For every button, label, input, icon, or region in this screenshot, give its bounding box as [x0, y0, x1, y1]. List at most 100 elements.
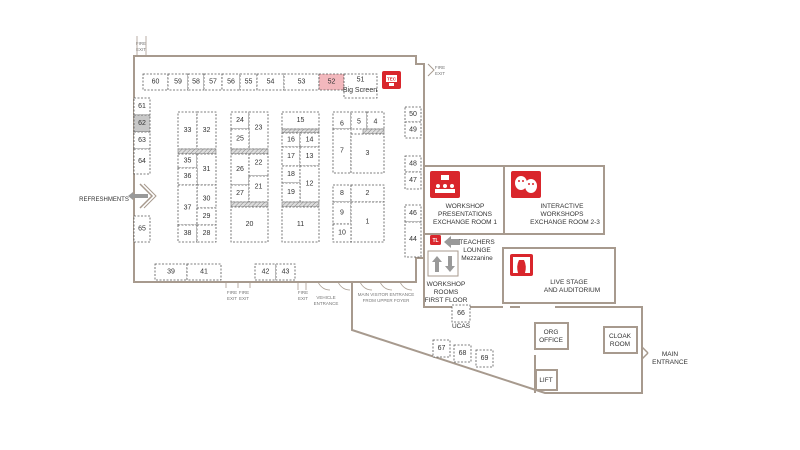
svg-text:25: 25	[236, 136, 244, 143]
booth[interactable]: 28	[196, 224, 217, 243]
booth[interactable]: 29	[196, 207, 217, 226]
booth[interactable]: 1	[350, 201, 385, 243]
booth[interactable]: 36	[177, 167, 198, 186]
booth[interactable]: 66	[451, 304, 471, 323]
booth[interactable]: 5	[350, 111, 368, 130]
booth[interactable]: 22	[248, 153, 269, 177]
svg-text:59: 59	[174, 79, 182, 86]
booth[interactable]: 16	[281, 132, 301, 148]
booth[interactable]: 3	[350, 133, 385, 174]
booth[interactable]: 12	[299, 165, 320, 203]
booth[interactable]: 50	[404, 106, 422, 123]
booth[interactable]: 31	[196, 153, 217, 186]
tec-screen-icon: TEC	[382, 71, 401, 89]
svg-text:EXIT: EXIT	[239, 296, 249, 301]
booth[interactable]: 33	[177, 111, 198, 150]
svg-text:27: 27	[236, 190, 244, 197]
teachers-lounge-icon: TL	[430, 235, 441, 245]
svg-text:FIRST FLOOR: FIRST FLOOR	[425, 297, 468, 304]
booth[interactable]: 13	[299, 146, 320, 167]
booth[interactable]: 69	[475, 349, 494, 368]
booth[interactable]: 55	[239, 73, 258, 91]
booth[interactable]: 4	[366, 111, 385, 130]
svg-text:15: 15	[297, 117, 305, 124]
booth[interactable]: 61	[133, 97, 151, 116]
booth[interactable]: 62	[133, 114, 151, 133]
svg-text:ROOMS: ROOMS	[434, 289, 459, 296]
booth[interactable]: 38	[177, 224, 198, 243]
booth[interactable]: 43	[275, 263, 296, 281]
booth[interactable]: 2	[350, 184, 385, 203]
svg-text:EXIT: EXIT	[435, 71, 445, 76]
svg-text:AND AUDITORIUM: AND AUDITORIUM	[544, 287, 600, 294]
booth[interactable]: 68	[453, 344, 472, 363]
svg-text:14: 14	[306, 137, 314, 144]
booth[interactable]: 57	[203, 73, 223, 91]
booth[interactable]: 51	[343, 73, 378, 99]
booth[interactable]: 26	[230, 153, 250, 186]
booth[interactable]: 10	[332, 223, 352, 243]
svg-text:52: 52	[328, 79, 336, 86]
booth[interactable]: 63	[133, 131, 151, 150]
svg-text:37: 37	[184, 205, 192, 212]
svg-text:32: 32	[203, 127, 211, 134]
svg-text:EXIT: EXIT	[227, 296, 237, 301]
booth[interactable]: 21	[248, 175, 269, 203]
svg-text:63: 63	[138, 137, 146, 144]
svg-text:26: 26	[236, 166, 244, 173]
booth[interactable]: 11	[281, 206, 320, 243]
svg-text:ENTRANCE: ENTRANCE	[652, 359, 688, 366]
svg-text:29: 29	[203, 213, 211, 220]
booth[interactable]: 47	[404, 171, 422, 190]
booth[interactable]: 24	[230, 111, 250, 130]
booth[interactable]: 14	[299, 132, 320, 148]
fire-exit-label: FIRE	[239, 290, 249, 295]
svg-text:60: 60	[152, 79, 160, 86]
foyer-walls	[351, 282, 643, 394]
refreshments-label: REFRESHMENTS	[79, 197, 129, 203]
booth[interactable]: 53	[283, 73, 320, 91]
booth[interactable]: 56	[221, 73, 241, 91]
svg-text:8: 8	[340, 190, 344, 197]
booth[interactable]: 17	[281, 146, 301, 167]
booth[interactable]: 54	[256, 73, 285, 91]
booth[interactable]: 15	[281, 111, 320, 130]
booth[interactable]: 44	[404, 221, 422, 258]
svg-text:42: 42	[262, 269, 270, 276]
booth[interactable]: 6	[332, 111, 352, 130]
booth[interactable]: 42	[254, 263, 277, 281]
booth[interactable]: 9	[332, 201, 352, 225]
booth[interactable]: 52	[318, 73, 345, 91]
booth[interactable]: 20	[230, 206, 269, 243]
booth[interactable]: 49	[404, 121, 422, 139]
svg-text:ROOM: ROOM	[610, 341, 630, 348]
svg-text:30: 30	[203, 196, 211, 203]
svg-text:56: 56	[227, 79, 235, 86]
booth[interactable]: 27	[230, 184, 250, 203]
booth[interactable]: 65	[133, 215, 151, 243]
svg-text:65: 65	[138, 226, 146, 233]
booth[interactable]: 59	[167, 73, 189, 91]
booth[interactable]: 37	[177, 184, 198, 226]
booth[interactable]: 32	[196, 111, 217, 150]
booth[interactable]: 64	[133, 148, 151, 175]
refreshments-area: REFRESHMENTS	[79, 183, 157, 209]
booth[interactable]: 19	[281, 182, 301, 203]
booth[interactable]: 60	[142, 73, 169, 91]
booth[interactable]: 18	[281, 165, 301, 184]
svg-text:31: 31	[203, 166, 211, 173]
booth[interactable]: 48	[404, 155, 422, 173]
workshop-presentations-label: WORKSHOP	[446, 203, 485, 210]
live-stage-label: LIVE STAGE	[550, 279, 588, 286]
booth[interactable]: 30	[196, 184, 217, 209]
booth[interactable]: 39	[154, 263, 188, 281]
booth[interactable]: 8	[332, 184, 352, 203]
booth[interactable]: 25	[230, 128, 250, 150]
booth[interactable]: 23	[248, 111, 269, 150]
booth[interactable]: 58	[187, 73, 205, 91]
booth[interactable]: 35	[177, 153, 198, 169]
booth[interactable]: 46	[404, 204, 422, 223]
booth[interactable]: 67	[432, 339, 451, 358]
booth[interactable]: 7	[332, 128, 352, 174]
booth[interactable]: 41	[186, 263, 222, 281]
